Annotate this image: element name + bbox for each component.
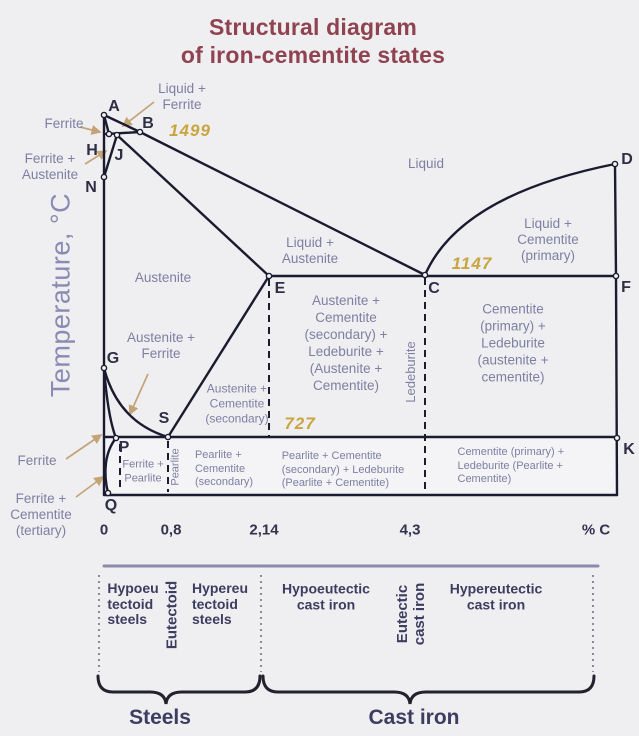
arrow-liquid-ferrite <box>121 101 155 128</box>
region-ferrite-top: Ferrite <box>44 116 84 131</box>
line-je <box>115 133 271 278</box>
marker-e <box>265 272 273 280</box>
line-es <box>166 274 271 439</box>
marker-f <box>612 272 620 280</box>
region-austenite-cementite-secondary: Austenite + Cementite (secondary) <box>205 381 269 426</box>
point-label-h: H <box>86 142 98 159</box>
line-cd <box>423 162 617 277</box>
band-hypoeutectic-cast-iron: Hypoeutectic cast iron <box>282 580 370 612</box>
dashed-composition-lines <box>119 278 426 492</box>
point-label-k: K <box>623 441 635 458</box>
region-pearlite-cementite-ledeburite: Pearlite + Cementite (secondary) + Ledeb… <box>281 449 405 489</box>
region-pearlite-cementite-secondary: Pearlite + Cementite (secondary) <box>194 448 254 488</box>
point-label-b: B <box>142 115 154 132</box>
line-gp <box>102 366 118 440</box>
point-label-j: J <box>114 147 124 164</box>
marker-p <box>112 434 120 442</box>
steels-brace <box>96 674 262 705</box>
region-ferrite-left: Ferrite <box>17 453 57 468</box>
arrow-ferrite-cementite-tertiary <box>75 475 105 498</box>
region-cementite-primary-ledeburite-pearlite: Cementite (primary) + Ledeburite (Pearli… <box>457 445 565 485</box>
arrow-ferrite-left <box>65 434 103 460</box>
marker-c <box>421 271 429 279</box>
cast-iron-brace <box>261 674 596 705</box>
temperature-727: 727 <box>284 414 316 433</box>
region-liquid-ferrite: Liquid + Ferrite <box>158 81 206 112</box>
region-austenite-cementite-ledeburite: Austenite + Cementite (secondary) + Lede… <box>304 293 388 393</box>
line-gs <box>102 366 170 439</box>
point-label-a: A <box>108 98 120 115</box>
point-label-n: N <box>85 179 97 196</box>
line-ab <box>102 113 142 134</box>
point-label-d: D <box>621 151 633 168</box>
x-axis-unit: % C <box>581 521 611 539</box>
band-hypereutectoid-steels: Hypereu tectoid steels <box>191 579 249 627</box>
group-label-cast-iron: Cast iron <box>368 706 460 729</box>
x-tick-214: 2,14 <box>249 521 279 539</box>
region-cementite-primary-ledeburite: Cementite (primary) + Ledeburite (austen… <box>477 301 549 385</box>
marker-d <box>611 160 619 168</box>
point-label-f: F <box>621 279 631 296</box>
point-label-p: P <box>118 439 130 456</box>
annotation-arrows <box>65 101 155 498</box>
point-markers <box>100 111 621 497</box>
band-eutectoid: Eutectoid <box>163 580 181 650</box>
marker-k <box>613 434 621 442</box>
marker-h <box>105 130 113 138</box>
region-pearlite: Pearlite <box>169 448 182 486</box>
marker-n <box>100 173 108 181</box>
page-title: Structural diagram of iron-cementite sta… <box>180 14 446 68</box>
region-ferrite-pearlite: Ferrite + Pearlite <box>122 458 164 485</box>
region-liquid-cementite-primary: Liquid + Cementite (primary) <box>517 216 579 263</box>
line-jn <box>102 133 119 179</box>
band-hypereutectic-cast-iron: Hypereutectic cast iron <box>449 580 543 612</box>
classification-dotted-lines <box>98 575 594 672</box>
marker-s <box>164 433 172 441</box>
arrow-austenite-ferrite <box>128 373 149 416</box>
region-austenite-ferrite: Austenite + Ferrite <box>127 330 195 361</box>
point-label-e: E <box>274 280 286 297</box>
region-ledeburite: Ledeburite <box>403 341 418 403</box>
arrow-ferrite-austenite <box>84 150 108 165</box>
band-eutectic-cast-iron: Eutectic cast iron <box>394 582 428 646</box>
y-axis-label: Temperature, °C <box>45 192 76 398</box>
region-ferrite-cementite-tertiary: Ferrite + Cementite (tertiary) <box>10 491 72 538</box>
arrow-ferrite-top <box>79 124 102 135</box>
marker-b <box>136 128 144 136</box>
x-tick-0: 0 <box>99 521 109 539</box>
band-hypoeutectoid-steels: Hypoeu tectoid steels <box>107 579 159 627</box>
marker-a <box>100 111 108 119</box>
point-label-g: G <box>106 350 120 367</box>
region-austenite: Austenite <box>134 270 192 285</box>
x-tick-43: 4,3 <box>399 521 421 539</box>
marker-g <box>100 364 108 372</box>
line-pq <box>104 436 118 495</box>
lower-structure-strip <box>104 437 617 495</box>
temperature-1499: 1499 <box>169 121 211 140</box>
region-liquid: Liquid <box>407 156 445 171</box>
point-label-q: Q <box>104 497 118 514</box>
group-braces <box>96 674 596 705</box>
x-tick-08: 0,8 <box>160 521 182 539</box>
point-label-c: C <box>428 280 440 297</box>
line-bc <box>138 130 427 277</box>
marker-j <box>113 131 121 139</box>
marker-q <box>104 489 112 497</box>
region-ferrite-austenite: Ferrite + Austenite <box>21 151 79 182</box>
temperature-1147: 1147 <box>451 254 493 273</box>
region-liquid-austenite: Liquid + Austenite <box>281 235 339 266</box>
point-label-s: S <box>158 410 170 427</box>
group-label-steels: Steels <box>129 706 191 729</box>
